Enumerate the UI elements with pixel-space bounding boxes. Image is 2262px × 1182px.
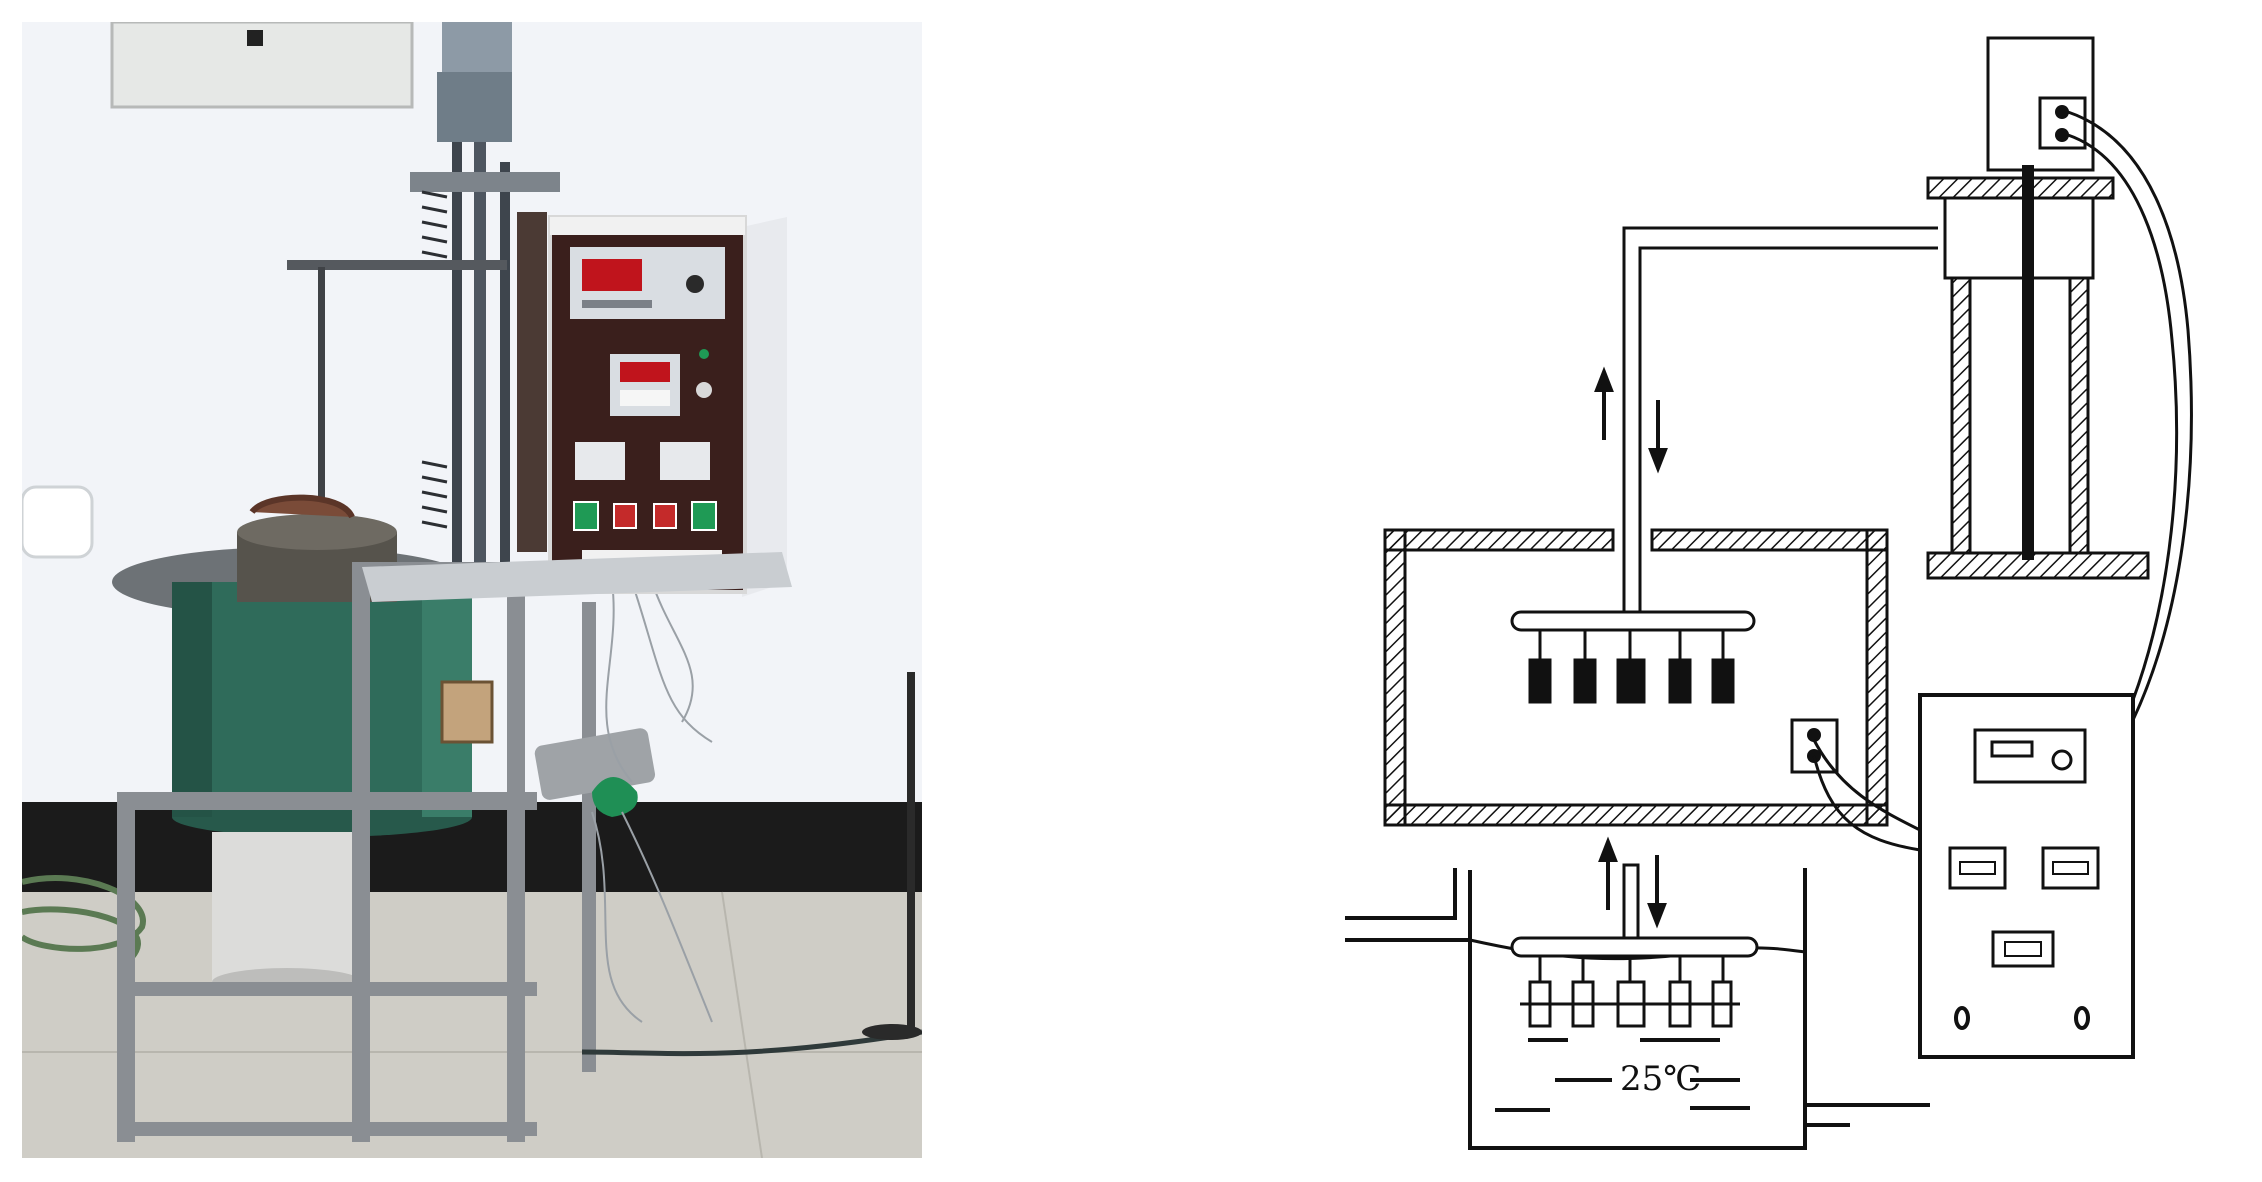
wiring <box>591 581 713 1023</box>
sample-holder-bar <box>1510 610 1756 632</box>
control-box-side <box>742 217 787 597</box>
green-hose <box>22 875 146 959</box>
column-wall-right <box>2068 276 2090 555</box>
metal-frame <box>117 562 772 1142</box>
shelf <box>362 552 792 602</box>
controller-foot-left <box>1954 1006 1970 1030</box>
support-arm <box>287 260 507 270</box>
column-flange-top <box>1926 176 2115 200</box>
column-wall-left <box>1950 276 1972 555</box>
meter-left <box>575 442 625 480</box>
timer-display <box>620 362 670 382</box>
column-collar <box>1943 196 2095 280</box>
bath-temperature-label: 25℃ <box>1620 1059 1701 1099</box>
column-shaft <box>2022 165 2034 560</box>
switch-red-right <box>653 503 677 529</box>
controller-foot-right <box>2074 1006 2090 1030</box>
furnace-wall-right <box>1865 528 1889 827</box>
bath-samples <box>1520 956 1740 1028</box>
furnace-wall-top-right <box>1650 528 1889 552</box>
lift-column-top <box>442 22 512 72</box>
arrow-icon <box>1594 366 1668 474</box>
green-fitting <box>592 777 638 817</box>
water-ripples <box>1495 1038 1750 1112</box>
adjust-knob <box>696 382 712 398</box>
furnace-wall-bottom <box>1383 803 1889 827</box>
meter-right <box>660 442 710 480</box>
controller-knob <box>686 275 704 293</box>
transfer-rod <box>1622 226 1938 612</box>
control-cables <box>1812 110 2193 852</box>
column-flange-bottom <box>1926 551 2150 580</box>
arrow-icon <box>1598 836 1667 929</box>
furnace-wall-top-left <box>1383 528 1615 552</box>
switch-green-left <box>573 501 599 531</box>
water-outlet <box>1805 1103 1930 1127</box>
floor <box>22 892 922 1158</box>
apparatus-photo <box>22 22 922 1158</box>
water-bath <box>1468 868 1807 1150</box>
lid-handle <box>249 494 355 519</box>
switch-red-left <box>613 503 637 529</box>
gas-cylinder <box>212 832 362 982</box>
water-inlet <box>1345 868 1470 942</box>
lift-column <box>452 142 462 562</box>
quench-rod <box>1622 863 1640 942</box>
bath-holder-bar <box>1510 936 1759 958</box>
furnace-wall-left <box>1383 528 1407 827</box>
temperature-display <box>582 259 642 291</box>
lift-spring <box>421 190 448 529</box>
status-indicator <box>699 349 709 359</box>
furnace-samples <box>1528 630 1735 704</box>
schematic-diagram: 25℃ <box>1345 36 2193 1150</box>
switch-green-right <box>691 501 717 531</box>
sink <box>22 485 94 559</box>
